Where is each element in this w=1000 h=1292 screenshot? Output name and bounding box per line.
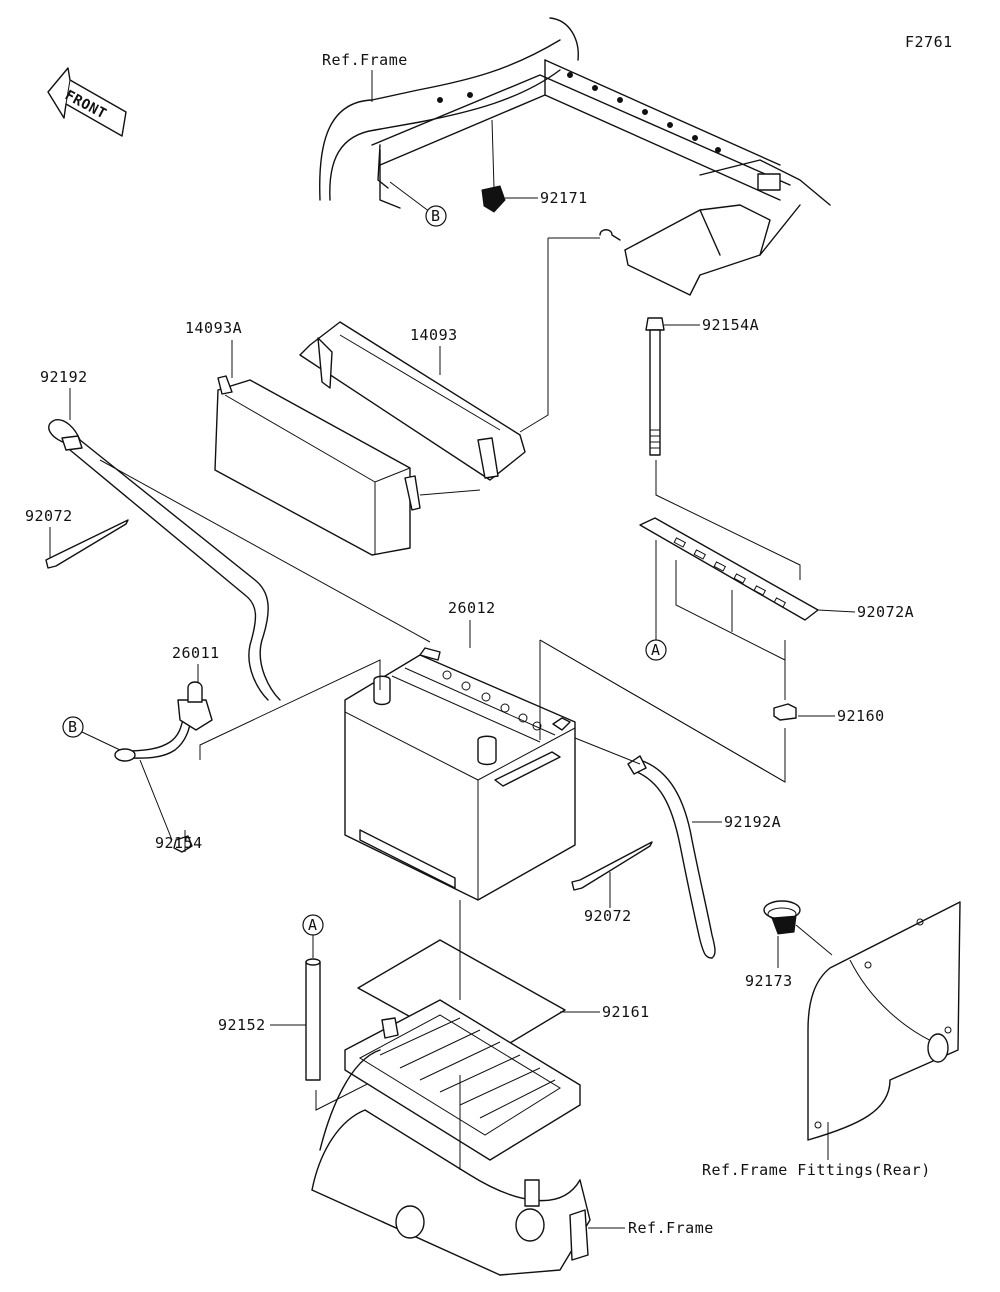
grommet-92160 [773,703,797,721]
clamp-92173 [763,900,801,935]
cable-26011 [114,681,213,762]
cable-92192 [48,419,281,701]
plate-92072a [639,517,819,621]
bolt-92154a [645,317,665,456]
label-92072-left: 92072 [25,507,73,525]
callout-b-top-label: B [431,207,441,225]
label-92154: 92154 [155,834,203,852]
label-ref-frame-fittings: Ref.Frame Fittings(Rear) [702,1161,931,1179]
label-92192: 92192 [40,368,88,386]
battery-26012 [344,647,576,901]
label-26011: 26011 [172,644,220,662]
cable-tie-92072-mid [571,841,653,891]
callout-b-left [62,716,84,738]
front-arrow-icon: FRONT [47,67,127,137]
callout-a-bottom-label: A [308,916,318,934]
label-92173: 92173 [745,972,793,990]
label-26012: 26012 [448,599,496,617]
label-92152: 92152 [218,1016,266,1034]
cable-92192a [627,755,716,959]
battery-cover-14093a [214,375,421,556]
label-92072-mid: 92072 [584,907,632,925]
callout-a-right [645,639,667,661]
label-92072a: 92072A [857,603,914,621]
label-92171: 92171 [540,189,588,207]
diagram-code: F2761 [905,33,953,51]
label-92161: 92161 [602,1003,650,1021]
label-14093a: 14093A [185,319,242,337]
rear-frame-fitting [807,901,961,1141]
battery-tray [311,999,591,1276]
clip-92171 [481,119,506,213]
label-14093: 14093 [410,326,458,344]
bolt-92154 [173,835,193,853]
rod-92152 [305,958,321,1081]
callout-b-top [425,205,447,227]
battery-cover-14093 [299,321,526,481]
label-92192a: 92192A [724,813,781,831]
label-ref-frame-top: Ref.Frame [322,51,408,69]
label-ref-frame-bottom: Ref.Frame [628,1219,714,1237]
top-frame [319,17,831,296]
cable-tie-92072-left [45,519,129,569]
callout-b-left-label: B [68,718,78,736]
label-92160: 92160 [837,707,885,725]
callout-a-right-label: A [651,641,661,659]
label-92154a: 92154A [702,316,759,334]
